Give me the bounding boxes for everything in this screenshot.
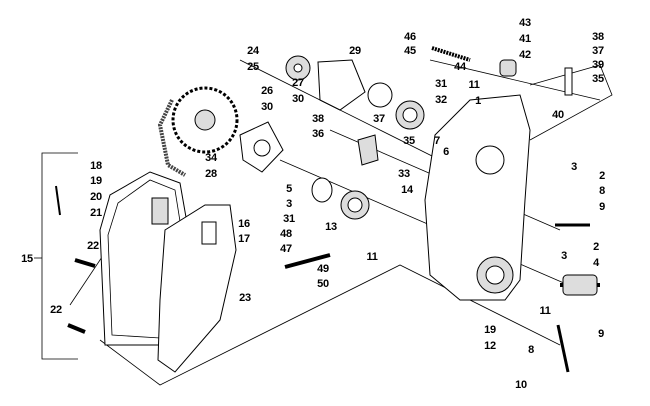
callout-label: 24: [247, 45, 260, 57]
callout-label: 33: [398, 168, 410, 180]
callout-label: 2: [599, 170, 605, 182]
callout-label: 40: [552, 109, 564, 121]
callout-label: 9: [599, 201, 605, 213]
callout-label: 31: [283, 213, 295, 225]
callout-label: 3: [286, 198, 292, 210]
callout-label: 3: [571, 161, 577, 173]
callout-label: 4: [593, 257, 600, 269]
callout-label: 20: [90, 191, 102, 203]
gearcase-housing: [424, 94, 531, 301]
callout-label: 5: [286, 183, 292, 195]
assembly-bracket-15: [41, 152, 78, 360]
spring-45: [431, 46, 471, 62]
callout-label: 38: [312, 113, 324, 125]
callout-label: 41: [519, 33, 531, 45]
callout-label: 32: [435, 94, 447, 106]
callout-label: 37: [592, 45, 604, 57]
callout-label: 35: [403, 135, 415, 147]
callout-label: 8: [528, 344, 534, 356]
callout-label: 1: [475, 95, 481, 107]
callout-label: 12: [484, 340, 496, 352]
callout-label: 43: [519, 17, 531, 29]
callout-label: 37: [373, 113, 385, 125]
callout-label: 8: [599, 185, 605, 197]
callout-label: 11: [539, 305, 550, 317]
callout-label: 11: [366, 251, 377, 263]
callout-label: 7: [434, 135, 440, 147]
callout-label: 28: [205, 168, 217, 180]
callout-label: 22: [87, 240, 99, 252]
callout-label: 25: [247, 61, 259, 73]
callout-label: 10: [515, 379, 527, 391]
callout-label: 49: [317, 263, 329, 275]
callout-label: 9: [598, 328, 604, 340]
callout-label: 46: [404, 31, 416, 43]
callout-label: 16: [238, 218, 250, 230]
callout-label: 14: [401, 184, 414, 196]
callout-label: 34: [205, 152, 218, 164]
callout-label: 21: [90, 207, 102, 219]
callout-label: 30: [261, 101, 273, 113]
callout-label: 35: [592, 73, 604, 85]
callout-label: 44: [454, 61, 467, 73]
callout-label: 48: [280, 228, 292, 240]
callout-label: 50: [317, 278, 329, 290]
callout-label: 19: [90, 175, 102, 187]
callout-label: 6: [443, 146, 449, 158]
callout-label: 47: [280, 243, 292, 255]
callout-label: 36: [312, 128, 324, 140]
callout-label: 39: [592, 59, 604, 71]
gasket: [157, 204, 237, 373]
callout-label: 15: [21, 253, 33, 265]
callout-label: 13: [325, 221, 337, 233]
callout-label: 17: [238, 233, 250, 245]
callout-label: 42: [519, 49, 531, 61]
callout-label: 3: [561, 250, 567, 262]
callout-labels: 24 25 29 46 45 43 41 42 44 38 37 39 35 2…: [21, 17, 605, 391]
callout-label: 29: [349, 45, 361, 57]
callout-label: 23: [239, 292, 251, 304]
callout-label: 26: [261, 85, 273, 97]
callout-label: 30: [292, 93, 304, 105]
callout-label: 19: [484, 324, 496, 336]
chain: [157, 99, 187, 177]
callout-label: 11: [468, 79, 479, 91]
callout-label: 27: [292, 77, 304, 89]
callout-label: 18: [90, 160, 102, 172]
callout-label: 22: [50, 304, 62, 316]
callout-label: 2: [593, 241, 599, 253]
callout-label: 45: [404, 45, 416, 57]
callout-label: 38: [592, 31, 604, 43]
callout-label: 31: [435, 78, 447, 90]
